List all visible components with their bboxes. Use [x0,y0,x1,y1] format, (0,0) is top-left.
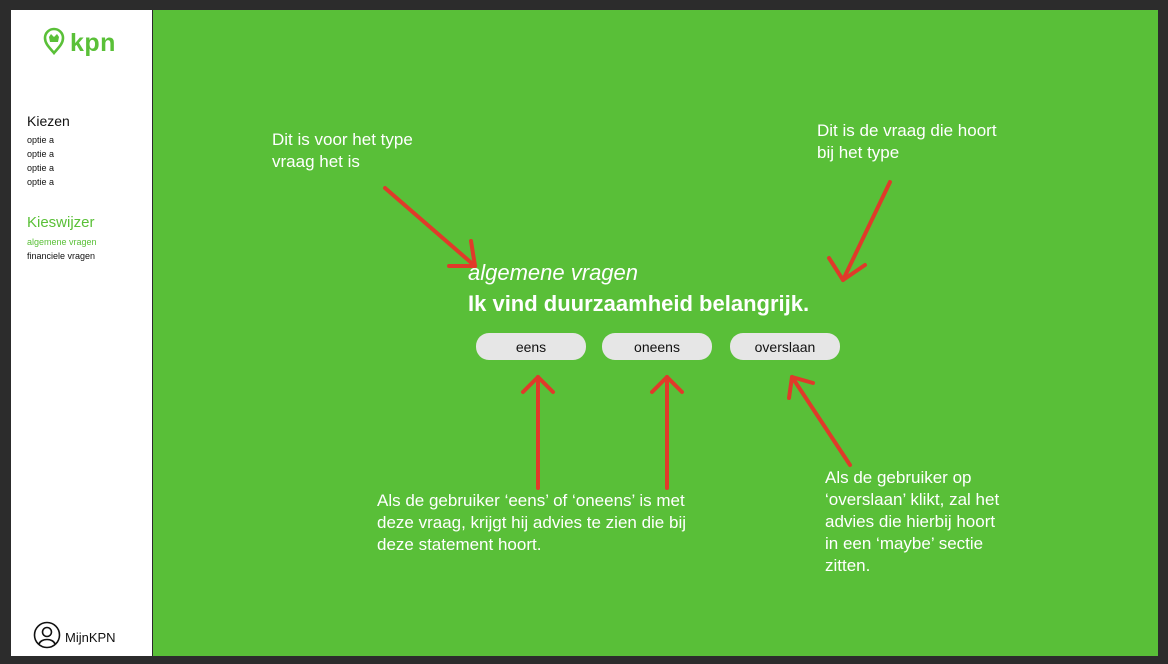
arrow-to-disagree-button [650,375,684,490]
kieswijzer-section: Kieswijzer algemene vragen financiele vr… [27,214,97,263]
type-annotation: Dit is voor het type vraag het is [272,130,413,171]
account-label: MijnKPN [65,630,116,645]
kpn-logo-text: kpn [70,29,116,57]
sidebar-item-optie[interactable]: optie a [27,177,55,187]
kpn-logo-icon [41,26,67,61]
question-text: Ik vind duurzaamheid belangrijk. [468,291,810,316]
sidebar-item-algemene-vragen[interactable]: algemene vragen [27,237,97,247]
annotation-arrows [383,180,892,490]
sidebar: kpn Kiezen optie a optie a optie a optie… [11,10,153,656]
answer-annotation: Als de gebruiker ‘eens’ of ‘oneens’ is m… [377,491,686,554]
account-link[interactable]: MijnKPN [33,621,116,654]
kiezen-title: Kiezen [27,113,70,129]
question-annotation: Dit is de vraag die hoort bij het type [817,121,997,162]
skip-button[interactable]: overslaan [730,333,840,360]
arrow-to-skip-button [787,375,852,467]
agree-button[interactable]: eens [476,333,586,360]
arrow-to-question-text [827,180,892,282]
kieswijzer-title[interactable]: Kieswijzer [27,214,95,231]
sidebar-item-optie[interactable]: optie a [27,163,55,173]
skip-annotation: Als de gebruiker op ‘overslaan’ klikt, z… [825,468,1000,575]
arrow-to-question-type [383,186,477,268]
kpn-logo[interactable]: kpn [41,26,116,61]
kiezen-section: Kiezen optie a optie a optie a optie a [27,113,70,189]
disagree-button[interactable]: oneens [602,333,712,360]
main-canvas: Dit is voor het type vraag het is Dit is… [153,10,1158,656]
app-frame: kpn Kiezen optie a optie a optie a optie… [11,10,1158,656]
sidebar-item-optie[interactable]: optie a [27,135,55,145]
arrow-to-agree-button [521,375,555,490]
sidebar-item-financiele-vragen[interactable]: financiele vragen [27,251,96,261]
sidebar-item-optie[interactable]: optie a [27,149,55,159]
question-type: algemene vragen [468,260,639,285]
account-icon [33,621,61,654]
